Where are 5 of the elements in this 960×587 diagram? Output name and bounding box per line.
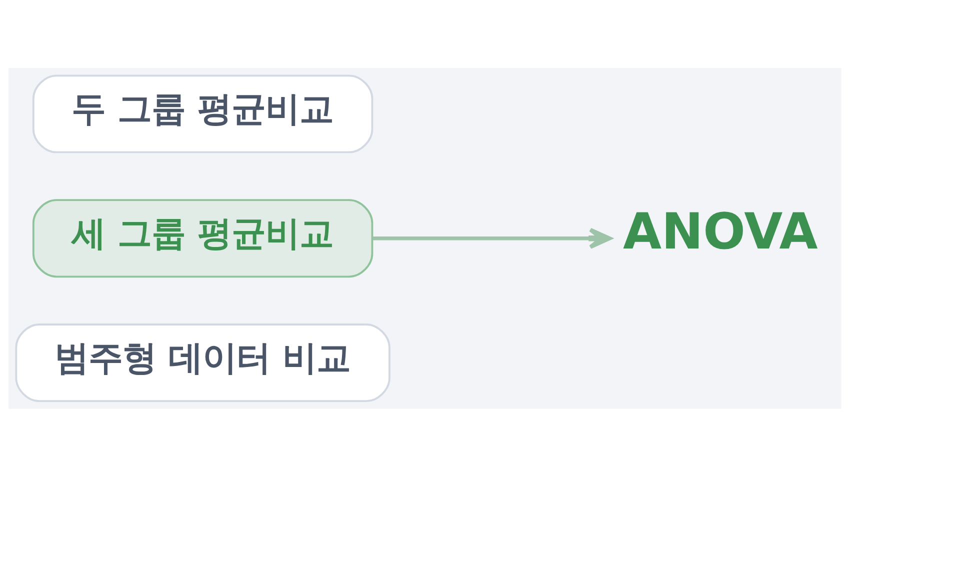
node-box: 세 그룹 평균비교 xyxy=(32,199,374,278)
arrow xyxy=(372,228,612,249)
node-box: 범주형 데이터 비교 xyxy=(15,324,390,402)
node-box: 두 그룹 평균비교 xyxy=(32,74,374,154)
node-text: ANOVA xyxy=(622,202,818,261)
